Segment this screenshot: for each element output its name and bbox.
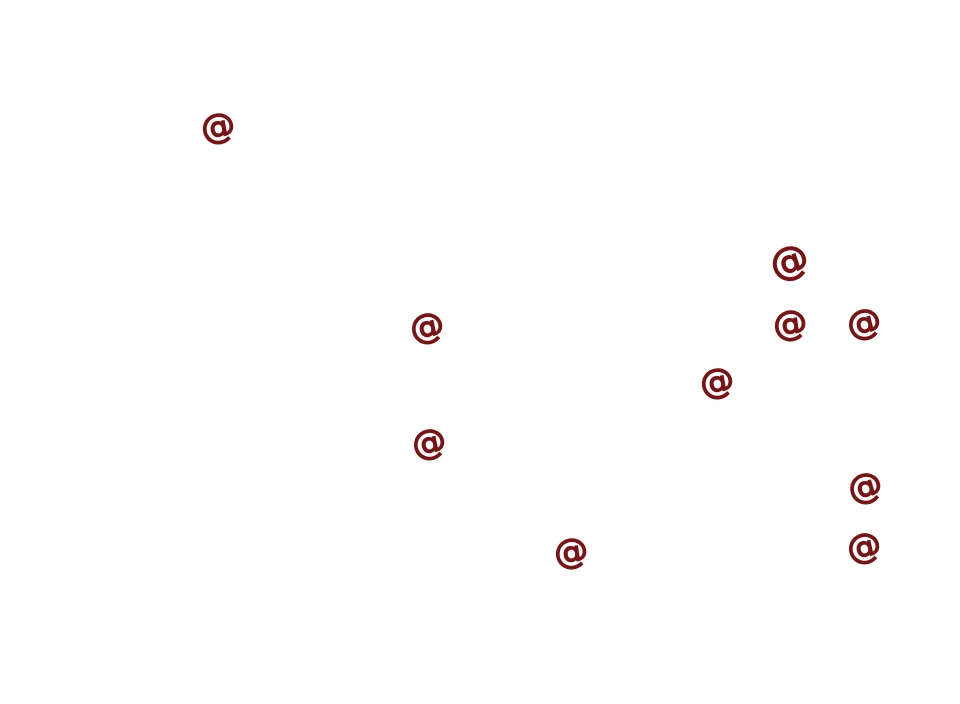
at-glyph-2: @: [763, 234, 814, 289]
at-glyph-10: @: [843, 523, 886, 571]
at-glyph-8: @: [842, 462, 887, 511]
at-glyph-7: @: [408, 419, 451, 467]
at-glyph-6: @: [696, 359, 738, 406]
at-glyph-3: @: [406, 303, 449, 351]
at-glyph-5: @: [842, 299, 886, 347]
at-glyph-9: @: [551, 529, 592, 575]
at-glyph-4: @: [770, 301, 811, 347]
at-glyph-1: @: [197, 104, 239, 151]
